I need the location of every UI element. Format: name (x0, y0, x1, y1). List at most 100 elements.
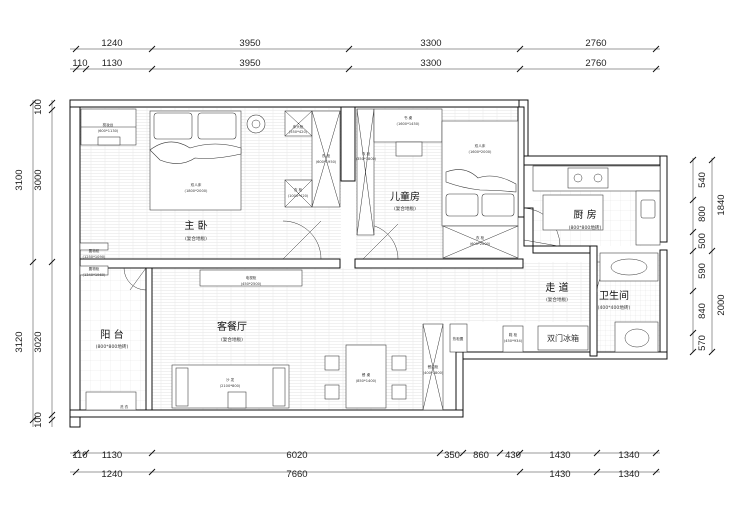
desk-size: (1600*1450) (397, 122, 420, 126)
shoe-label: 鞋 柜 (509, 332, 518, 337)
dimension-ticks (29, 45, 716, 476)
dim-bottom-outer-3: 1430 (549, 469, 570, 480)
dimension-tick (82, 449, 90, 457)
dimension-tick (516, 449, 524, 457)
dim-top-inner-2: 1130 (102, 58, 122, 69)
dim-bottom-inner-8: 1340 (618, 450, 639, 461)
vanity-label: 梳妆台 (103, 122, 114, 127)
dimension-tick (708, 348, 716, 356)
dimension-tick (516, 65, 524, 73)
dim-left-inner-1: 100 (33, 99, 44, 115)
dimension-tick (436, 449, 444, 457)
vanity-size: (600*1130) (98, 129, 119, 133)
wardrobe2-size: (1000*420) (288, 194, 309, 198)
dimension-tick (29, 258, 37, 266)
storage2-size: (1340*1960) (83, 273, 106, 277)
dimension-tick (516, 468, 524, 476)
tv-cabinet-size: (450*2500) (241, 282, 262, 286)
dim-top-outer-4: 2760 (585, 38, 606, 49)
shoe-size: (450*934) (504, 339, 523, 343)
dim-left-outer-1: 3100 (14, 169, 25, 190)
room-master: 主 卧 (184, 219, 207, 232)
dim-right-inner-6: 570 (697, 335, 708, 351)
sofa-label: 沙 发 (226, 377, 235, 382)
dim-bottom-inner-7: 1430 (549, 450, 570, 461)
dimension-tick (29, 416, 37, 424)
tv-cabinet-label: 电视柜 (246, 275, 257, 280)
dimension-tick (516, 45, 524, 53)
dimension-tick (148, 65, 156, 73)
dimension-tick (48, 106, 56, 114)
dimension-tick (148, 45, 156, 53)
nightstand-size: (550*420) (289, 130, 308, 134)
fridge-label: 双门冰箱 (547, 333, 579, 343)
dimension-tick (48, 258, 56, 266)
dimension-tick (72, 45, 80, 53)
dimension-tick (82, 65, 90, 73)
dim-left-inner-4: 100 (33, 412, 44, 428)
dim-bottom-inner-2: 1130 (102, 450, 122, 461)
dimension-tick (459, 449, 467, 457)
room-bath-floor: (400*400地砖) (598, 304, 631, 311)
furniture-labels: 梳妆台 (600*1130) 双人床 (1800*2000) 床头柜 (550*… (83, 115, 579, 409)
dim-right-outer-2: 2000 (716, 294, 727, 315)
dimension-tick (689, 196, 697, 204)
dim-left-inner-3: 3020 (33, 331, 44, 352)
dimension-tick (29, 99, 37, 107)
dimension-tick (48, 411, 56, 419)
dim-top-inner-5: 2760 (585, 58, 606, 69)
room-living: 客餐厅 (217, 320, 247, 333)
room-kids-floor: (复合地板) (394, 205, 416, 212)
wardrobe1-size: (600*1950) (316, 160, 337, 164)
sideboard-label: 餐边柜 (428, 364, 439, 369)
dim-top-outer-2: 3950 (239, 38, 260, 49)
sofa-size: (2100*800) (220, 384, 241, 388)
dimension-tick (72, 449, 80, 457)
dining-label: 餐 桌 (362, 372, 371, 377)
kids-wardrobe-label: 衣 柜 (362, 151, 371, 156)
room-corridor: 走 道 (545, 281, 568, 294)
wardrobe2-label: 衣 柜 (294, 187, 303, 192)
dimension-tick (689, 228, 697, 236)
room-kitchen: 厨 房 (573, 208, 596, 221)
dimension-tick (345, 65, 353, 73)
dim-bottom-inner-5: 860 (473, 450, 489, 461)
storage1-size: (1250*1090) (83, 255, 106, 259)
kids-bed-label: 双人床 (475, 143, 486, 148)
living-dining-furniture (85, 269, 589, 411)
dimension-tick (689, 247, 697, 255)
dim-right-outer-1: 1840 (716, 194, 727, 215)
drinking-label: 热柜置 (453, 336, 464, 341)
dimension-tick (72, 65, 80, 73)
dimension-tick (708, 247, 716, 255)
room-corridor-floor: (复合地板) (546, 296, 568, 303)
room-living-floor: (复合地板) (221, 336, 243, 343)
dimension-labels: 1240 3950 3300 2760 110 1130 3950 3300 2… (14, 38, 727, 480)
dimension-tick (345, 45, 353, 53)
room-bath: 卫生间 (599, 289, 629, 302)
dim-bottom-inner-1: 110 (72, 450, 87, 461)
dimension-tick (593, 449, 601, 457)
dimension-tick (689, 329, 697, 337)
dimension-tick (689, 287, 697, 295)
kids-cabinet-size: (600*2000) (470, 242, 491, 246)
dimension-tick (689, 348, 697, 356)
sideboard-size: (400*1800) (423, 371, 444, 375)
washer-label: 洗 衣 (120, 404, 129, 409)
dim-top-inner-4: 3300 (420, 58, 441, 69)
nightstand-label: 床头柜 (293, 124, 304, 129)
master-bedroom-furniture (79, 108, 341, 276)
dimension-lines (32, 48, 713, 473)
kids-room-furniture (356, 108, 519, 259)
dim-bottom-inner-3: 6020 (286, 450, 307, 461)
dimension-tick (652, 468, 660, 476)
master-bed-size: (1800*2000) (185, 189, 208, 193)
wardrobe1-label: 衣 柜 (322, 153, 331, 158)
dimension-tick (148, 449, 156, 457)
dimension-tick (652, 449, 660, 457)
dim-right-inner-1: 540 (697, 172, 708, 188)
kids-cabinet-label: 衣 柜 (476, 235, 485, 240)
room-master-floor: (复合地板) (185, 235, 207, 242)
bathroom-fixtures (599, 252, 659, 353)
